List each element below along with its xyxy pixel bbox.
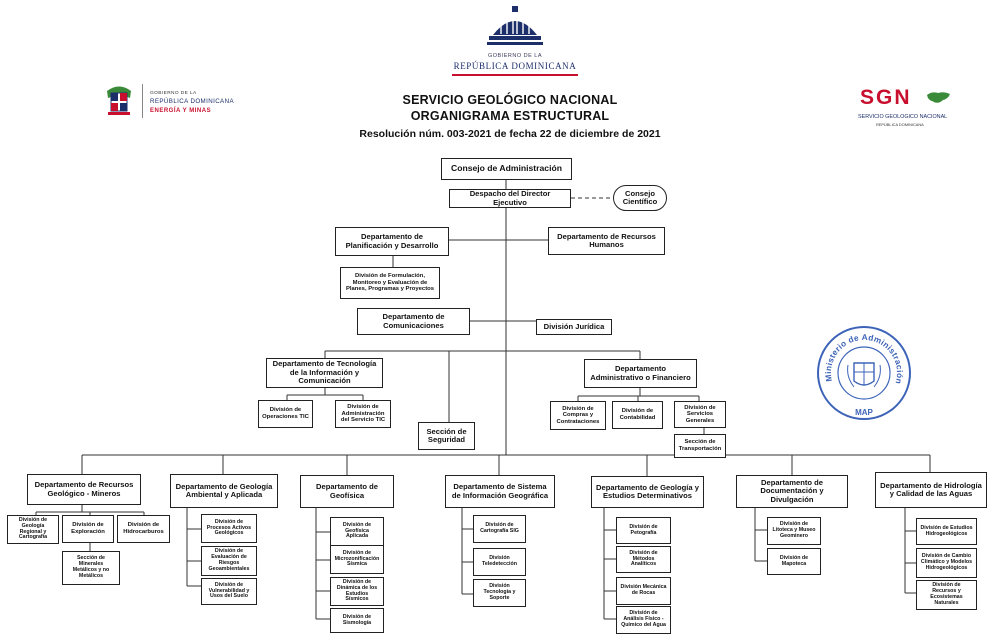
ministry-logo: GOBIERNO DE LA REPÚBLICA DOMINICANA ENER… — [104, 82, 244, 122]
box-evaluacion-riesgos: División de Evaluación de Riesgos Geoamb… — [201, 546, 257, 576]
box-cambio-climatico: División de Cambio Climático y Modelos H… — [916, 548, 977, 578]
seal-label: MAP — [855, 408, 873, 417]
gov-line-1: GOBIERNO DE LA — [487, 53, 543, 59]
box-vulnerabilidad-suelo: División de Vulnerabilidad y Usos del Su… — [201, 578, 257, 605]
box-procesos-activos: División de Procesos Activos Geológicos — [201, 514, 257, 543]
map-seal-icon: Ministerio de Administración Pública MAP — [813, 317, 911, 420]
ministry-line-2: REPÚBLICA DOMINICANA — [150, 98, 234, 105]
box-despacho-director: Despacho del Director Ejecutivo — [449, 189, 571, 208]
box-administracion-servicio-tic: División de Administración del Servicio … — [335, 400, 391, 428]
box-hidrocarburos: División de Hidrocarburos — [117, 515, 170, 543]
box-geologia-ambiental: Departamento de Geología Ambiental y Apl… — [170, 474, 278, 508]
box-analisis-agua: División de Análisis Físico - Químico de… — [616, 606, 671, 634]
box-hidrologia-calidad-aguas: Departamento de Hidrología y Calidad de … — [875, 472, 987, 508]
box-geologia-regional: División de Geología Regional y Cartogra… — [7, 515, 59, 544]
box-tecnologia-soporte: División Tecnología y Soporte — [473, 579, 526, 607]
box-recursos-humanos: Departamento de Recursos Humanos — [548, 227, 665, 255]
box-geofisica-aplicada: División de Geofísica Aplicada — [330, 517, 384, 546]
sgn-line-1: SERVICIO GEOLOGICO NACIONAL — [858, 114, 948, 120]
org-name: SERVICIO GEOLÓGICO NACIONAL — [402, 93, 618, 107]
box-division-juridica: División Jurídica — [536, 319, 612, 335]
box-contabilidad: División de Contabilidad — [612, 401, 663, 429]
island-map-icon — [927, 92, 950, 103]
box-mapoteca: División de Mapoteca — [767, 548, 821, 575]
sgn-line-2: REPÚBLICA DOMINICANA — [876, 122, 924, 127]
sgn-acronym: SGN — [860, 86, 912, 109]
box-dinamica-estudios-sismicos: División de Dinámica de los Estudios Sís… — [330, 577, 384, 606]
box-tecnologia-informacion: Departamento de Tecnología de la Informa… — [266, 358, 383, 388]
box-seccion-seguridad: Sección de Seguridad — [418, 422, 475, 450]
box-compras-contrataciones: División de Compras y Contrataciones — [550, 401, 606, 430]
box-exploracion: División de Exploración — [62, 515, 114, 543]
ministry-line-3: ENERGÍA Y MINAS — [150, 108, 212, 114]
box-estudios-determinativos: Departamento de Geología y Estudios Dete… — [591, 476, 704, 508]
box-recursos-ecosistemas: División de Recursos y Ecosistemas Natur… — [916, 580, 977, 610]
coat-of-arms-icon — [107, 86, 131, 115]
resolution-line: Resolución núm. 003-2021 de fecha 22 de … — [359, 128, 661, 140]
box-recursos-geologico-mineros: Departamento de Recursos Geológico - Min… — [27, 474, 141, 505]
box-operaciones-tic: División de Operaciones TIC — [258, 400, 313, 428]
box-microzonificacion: División de Microzonificación Sísmica — [330, 545, 384, 574]
svg-text:Ministerio de Administración P: Ministerio de Administración Pública — [816, 325, 905, 385]
box-comunicaciones: Departamento de Comunicaciones — [357, 308, 470, 335]
box-administrativo-financiero: Departamento Administrativo o Financiero — [584, 359, 697, 388]
box-litoteca-museo: División de Litoteca y Museo Geominero — [767, 517, 821, 545]
box-documentacion-divulgacion: Departamento de Documentación y Divulgac… — [736, 475, 848, 508]
gov-line-2: REPÚBLICA DOMINICANA — [453, 61, 577, 71]
capitol-dome-icon — [487, 6, 543, 45]
box-metodos-analiticos: División de Métodos Analíticos — [616, 546, 671, 573]
gov-red-rule — [452, 74, 578, 76]
box-teledeteccion: División Teledetección — [473, 548, 526, 576]
seal-ring-text: Ministerio de Administración Pública — [813, 317, 905, 385]
map-seal: Ministerio de Administración Pública MAP — [813, 317, 912, 421]
box-planificacion: Departamento de Planificación y Desarrol… — [335, 227, 449, 256]
box-servicios-generales: División de Servicios Generales — [674, 401, 726, 428]
box-consejo-cientifico: Consejo Científico — [613, 185, 667, 211]
box-formulacion: División de Formulación, Monitoreo y Eva… — [340, 267, 440, 299]
box-consejo-administracion: Consejo de Administración — [441, 158, 572, 180]
box-sistema-informacion-geografica: Departamento de Sistema de Información G… — [445, 475, 555, 508]
ministry-divider — [142, 84, 143, 118]
box-geofisica: Departamento de Geofísica — [300, 475, 394, 508]
box-mecanica-rocas: División Mecánica de Rocas — [616, 577, 671, 605]
government-logo: GOBIERNO DE LA REPÚBLICA DOMINICANA — [440, 5, 590, 77]
ministry-line-1: GOBIERNO DE LA — [150, 91, 197, 96]
box-cartografia-sig: División de Cartografía SIG — [473, 515, 526, 543]
box-transportacion: Sección de Transportación — [674, 434, 726, 458]
box-sismologia: División de Sismología — [330, 608, 384, 633]
box-petografia: División de Petografía — [616, 517, 671, 544]
box-minerales-metalicos: Sección de Minerales Metálicos y no Metá… — [62, 551, 120, 585]
sgn-logo: SGN SERVICIO GEOLOGICO NACIONAL REPÚBLIC… — [858, 86, 958, 134]
chart-title: ORGANIGRAMA ESTRUCTURAL — [410, 109, 610, 123]
box-estudios-hidrogeologicos: División de Estudios Hidrogeológicos — [916, 518, 977, 545]
